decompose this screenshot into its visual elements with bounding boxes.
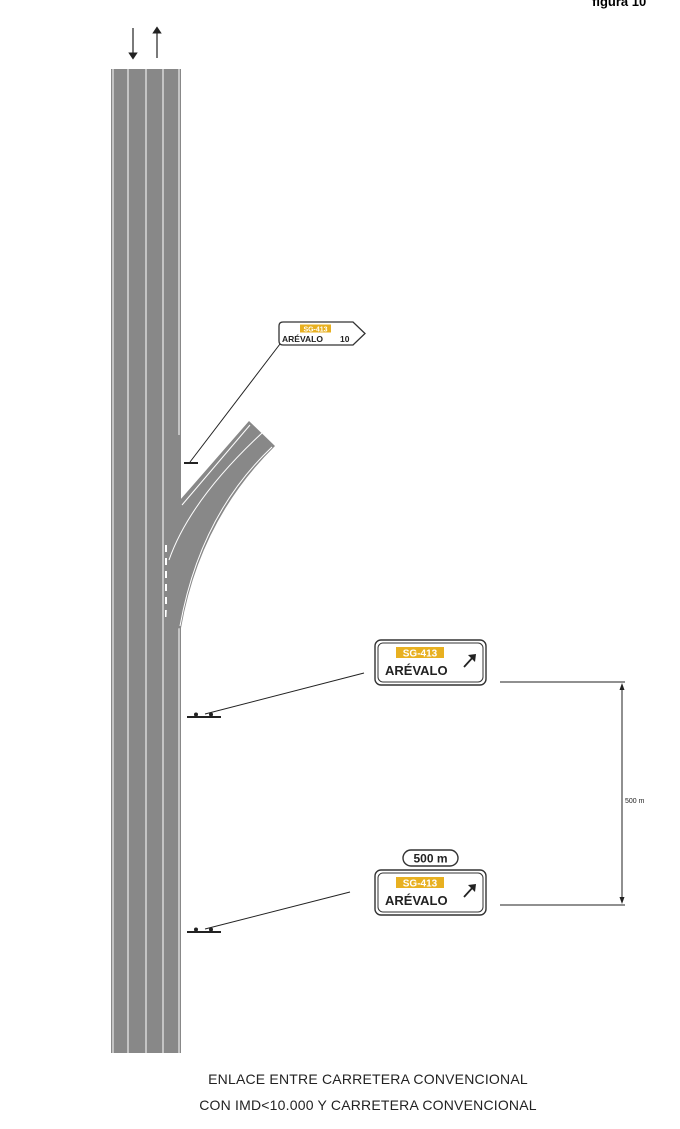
distance-dimension: 500 m (500, 681, 645, 906)
direction-arrows (128, 26, 162, 60)
exit-sign-road-code: SG-413 (403, 649, 438, 660)
main-road (111, 69, 181, 1053)
advance-sign-road-code-panel (396, 877, 444, 888)
ramp-direction-sign: SG-413 ARÉVALO 10 (184, 321, 366, 464)
dimension-arrow-bottom-icon (619, 897, 625, 904)
ramp-sign-leader-line (189, 343, 281, 463)
distance-plate-text: 500 m (413, 852, 447, 866)
advance-sign-destination: ARÉVALO (385, 893, 448, 908)
exit-sign-road-code-panel (396, 647, 444, 658)
advance-sign-inner-border (377, 872, 484, 913)
exit-sign-inner-border (377, 642, 484, 683)
dimension-label: 500 m (625, 798, 645, 805)
exit-sign-post (187, 712, 221, 718)
caption-line-2: CON IMD<10.000 Y CARRETERA CONVENCIONAL (199, 1097, 537, 1113)
advance-sign-road-code: SG-413 (403, 879, 438, 890)
exit-sign-arrow-icon (463, 654, 476, 668)
advance-sign-leader-line (204, 891, 351, 930)
ramp-sign-road-code-panel (300, 324, 331, 333)
ramp-edge-line (181, 424, 251, 506)
distance-plate (402, 849, 459, 867)
advance-sign-arrow-icon (463, 884, 476, 898)
exit-sign-destination: ARÉVALO (385, 663, 448, 678)
ramp-sign-destination: ARÉVALO (282, 334, 323, 344)
advance-sign: 500 m SG-413 ARÉVALO (187, 849, 487, 933)
ramp-edge-line (179, 446, 273, 627)
exit-ramp-surface (166, 421, 275, 630)
figure-label: figura 10 (592, 0, 647, 9)
advance-sign-post (187, 927, 221, 933)
exit-ramp (166, 421, 275, 630)
caption-line-1: ENLACE ENTRE CARRETERA CONVENCIONAL (208, 1071, 528, 1087)
ramp-lane-line (168, 432, 263, 561)
exit-sign: SG-413 ARÉVALO (187, 639, 487, 718)
dimension-arrow-top-icon (619, 683, 625, 690)
ramp-sign-road-code: SG-413 (303, 327, 327, 334)
exit-sign-leader-line (204, 672, 365, 715)
ramp-sign-distance: 10 (340, 334, 350, 344)
